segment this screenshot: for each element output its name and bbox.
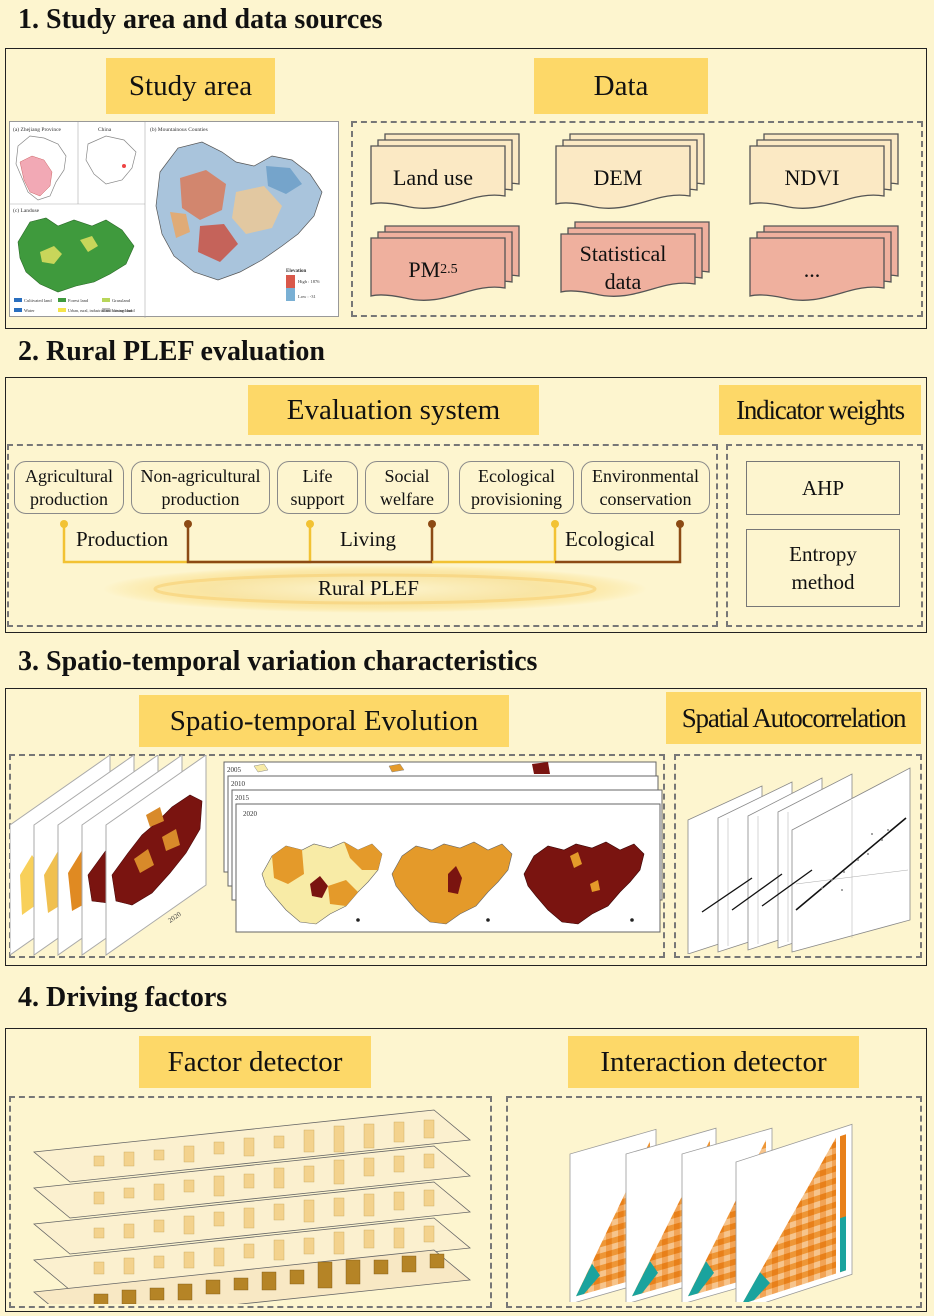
- function-life-support: Life support: [277, 461, 358, 514]
- autocorrelation-scatter-stack: [687, 767, 911, 954]
- data-sources-frame: [351, 121, 923, 317]
- landuse-legend-urban: Urban, rural, industrial and mining land: [68, 308, 132, 314]
- interaction-detector-frame: [506, 1096, 922, 1308]
- category-production: Production: [76, 527, 169, 551]
- evolution-year-map-stack: 2005 2010 2015 2020: [223, 761, 663, 933]
- section-1-panel: [5, 48, 927, 329]
- map-2020-light: [261, 841, 383, 925]
- map-label-counties: (b) Mountainous Counties: [150, 126, 208, 133]
- year-label-2020: 2020: [243, 810, 258, 818]
- indicator-weights-frame: [726, 444, 923, 627]
- map-label-china: China: [98, 127, 112, 133]
- method-ahp: AHP: [746, 461, 900, 515]
- spatial-autocorrelation-label: Spatial Autocorrelation: [666, 692, 921, 744]
- map-2020-medium: [391, 841, 513, 925]
- landuse-legend-forest: Forest land: [68, 298, 89, 303]
- factor-detector-frame: [9, 1096, 492, 1308]
- section-3-panel: [5, 688, 927, 966]
- interaction-detector-heatmaps: [569, 1123, 853, 1302]
- study-area-map-graphic: (a) Zhejiang Province China (c) Landuse …: [10, 122, 323, 318]
- doc-more-text: ...: [803, 256, 821, 282]
- spatio-temporal-evolution-label: Spatio-temporal Evolution: [139, 695, 509, 747]
- function-ecological-provisioning: Ecological provisioning: [459, 461, 574, 514]
- evaluation-system-label: Evaluation system: [248, 385, 539, 435]
- map-label-zhejiang: (a) Zhejiang Province: [13, 126, 62, 133]
- interaction-detector-label: Interaction detector: [568, 1036, 859, 1088]
- skewed-front-year: 2020: [167, 910, 183, 925]
- method-entropy: Entropy method: [746, 529, 900, 607]
- year-label-2010: 2010: [231, 780, 246, 788]
- autocorrelation-frame: [674, 754, 922, 958]
- function-agricultural-production: Agricultural production: [14, 461, 124, 514]
- landuse-legend-grassland: Grassland: [112, 298, 131, 303]
- landuse-legend-unused: Unused land: [112, 308, 135, 313]
- section-title-4: 4. Driving factors: [18, 982, 228, 1013]
- function-non-agricultural-production: Non-agricultural production: [131, 461, 270, 514]
- factor-detector-layers: [33, 1109, 471, 1304]
- function-social-welfare: Social welfare: [365, 461, 449, 514]
- section-title-1: 1. Study area and data sources: [18, 4, 383, 35]
- elevation-legend-low: Low : -31: [298, 294, 316, 299]
- rural-plef-center: Rural PLEF: [318, 576, 419, 600]
- evolution-skewed-map-stack: 2020: [10, 755, 207, 956]
- section-title-3: 3. Spatio-temporal variation characteris…: [18, 646, 538, 677]
- pm-subscript: 2.5: [440, 261, 458, 277]
- pm-label: PM: [408, 256, 441, 282]
- doc-land-use-text: Land use: [392, 164, 474, 190]
- section-title-2: 2. Rural PLEF evaluation: [18, 336, 325, 367]
- year-label-2015: 2015: [235, 794, 250, 802]
- factor-detector-label: Factor detector: [139, 1036, 371, 1088]
- evaluation-system-frame: [7, 444, 718, 627]
- function-environmental-conservation: Environmental conservation: [581, 461, 710, 514]
- section-2-panel: [5, 377, 927, 633]
- doc-dem-text: DEM: [593, 164, 643, 190]
- doc-statistical-text: Statistical data: [579, 241, 667, 294]
- landuse-legend-cultivated: Cultivated land: [24, 298, 52, 303]
- study-area-map: (a) Zhejiang Province China (c) Landuse …: [9, 121, 339, 318]
- elevation-legend-high: High : 1876: [298, 279, 320, 284]
- study-area-label: Study area: [106, 58, 275, 114]
- plef-connector-lines: [60, 520, 684, 613]
- landuse-legend-water: Water: [24, 308, 35, 313]
- section-4-panel: [5, 1028, 927, 1312]
- indicator-weights-label: Indicator weights: [719, 385, 921, 435]
- doc-ndvi-text: NDVI: [784, 164, 840, 190]
- data-label: Data: [534, 58, 708, 114]
- category-living: Living: [340, 527, 396, 551]
- year-label-2005: 2005: [227, 766, 242, 774]
- map-label-landuse: (c) Landuse: [13, 207, 40, 214]
- category-ecological: Ecological: [565, 527, 655, 551]
- map-2020-dark: [523, 841, 645, 925]
- elevation-legend-title: Elevation: [286, 269, 306, 274]
